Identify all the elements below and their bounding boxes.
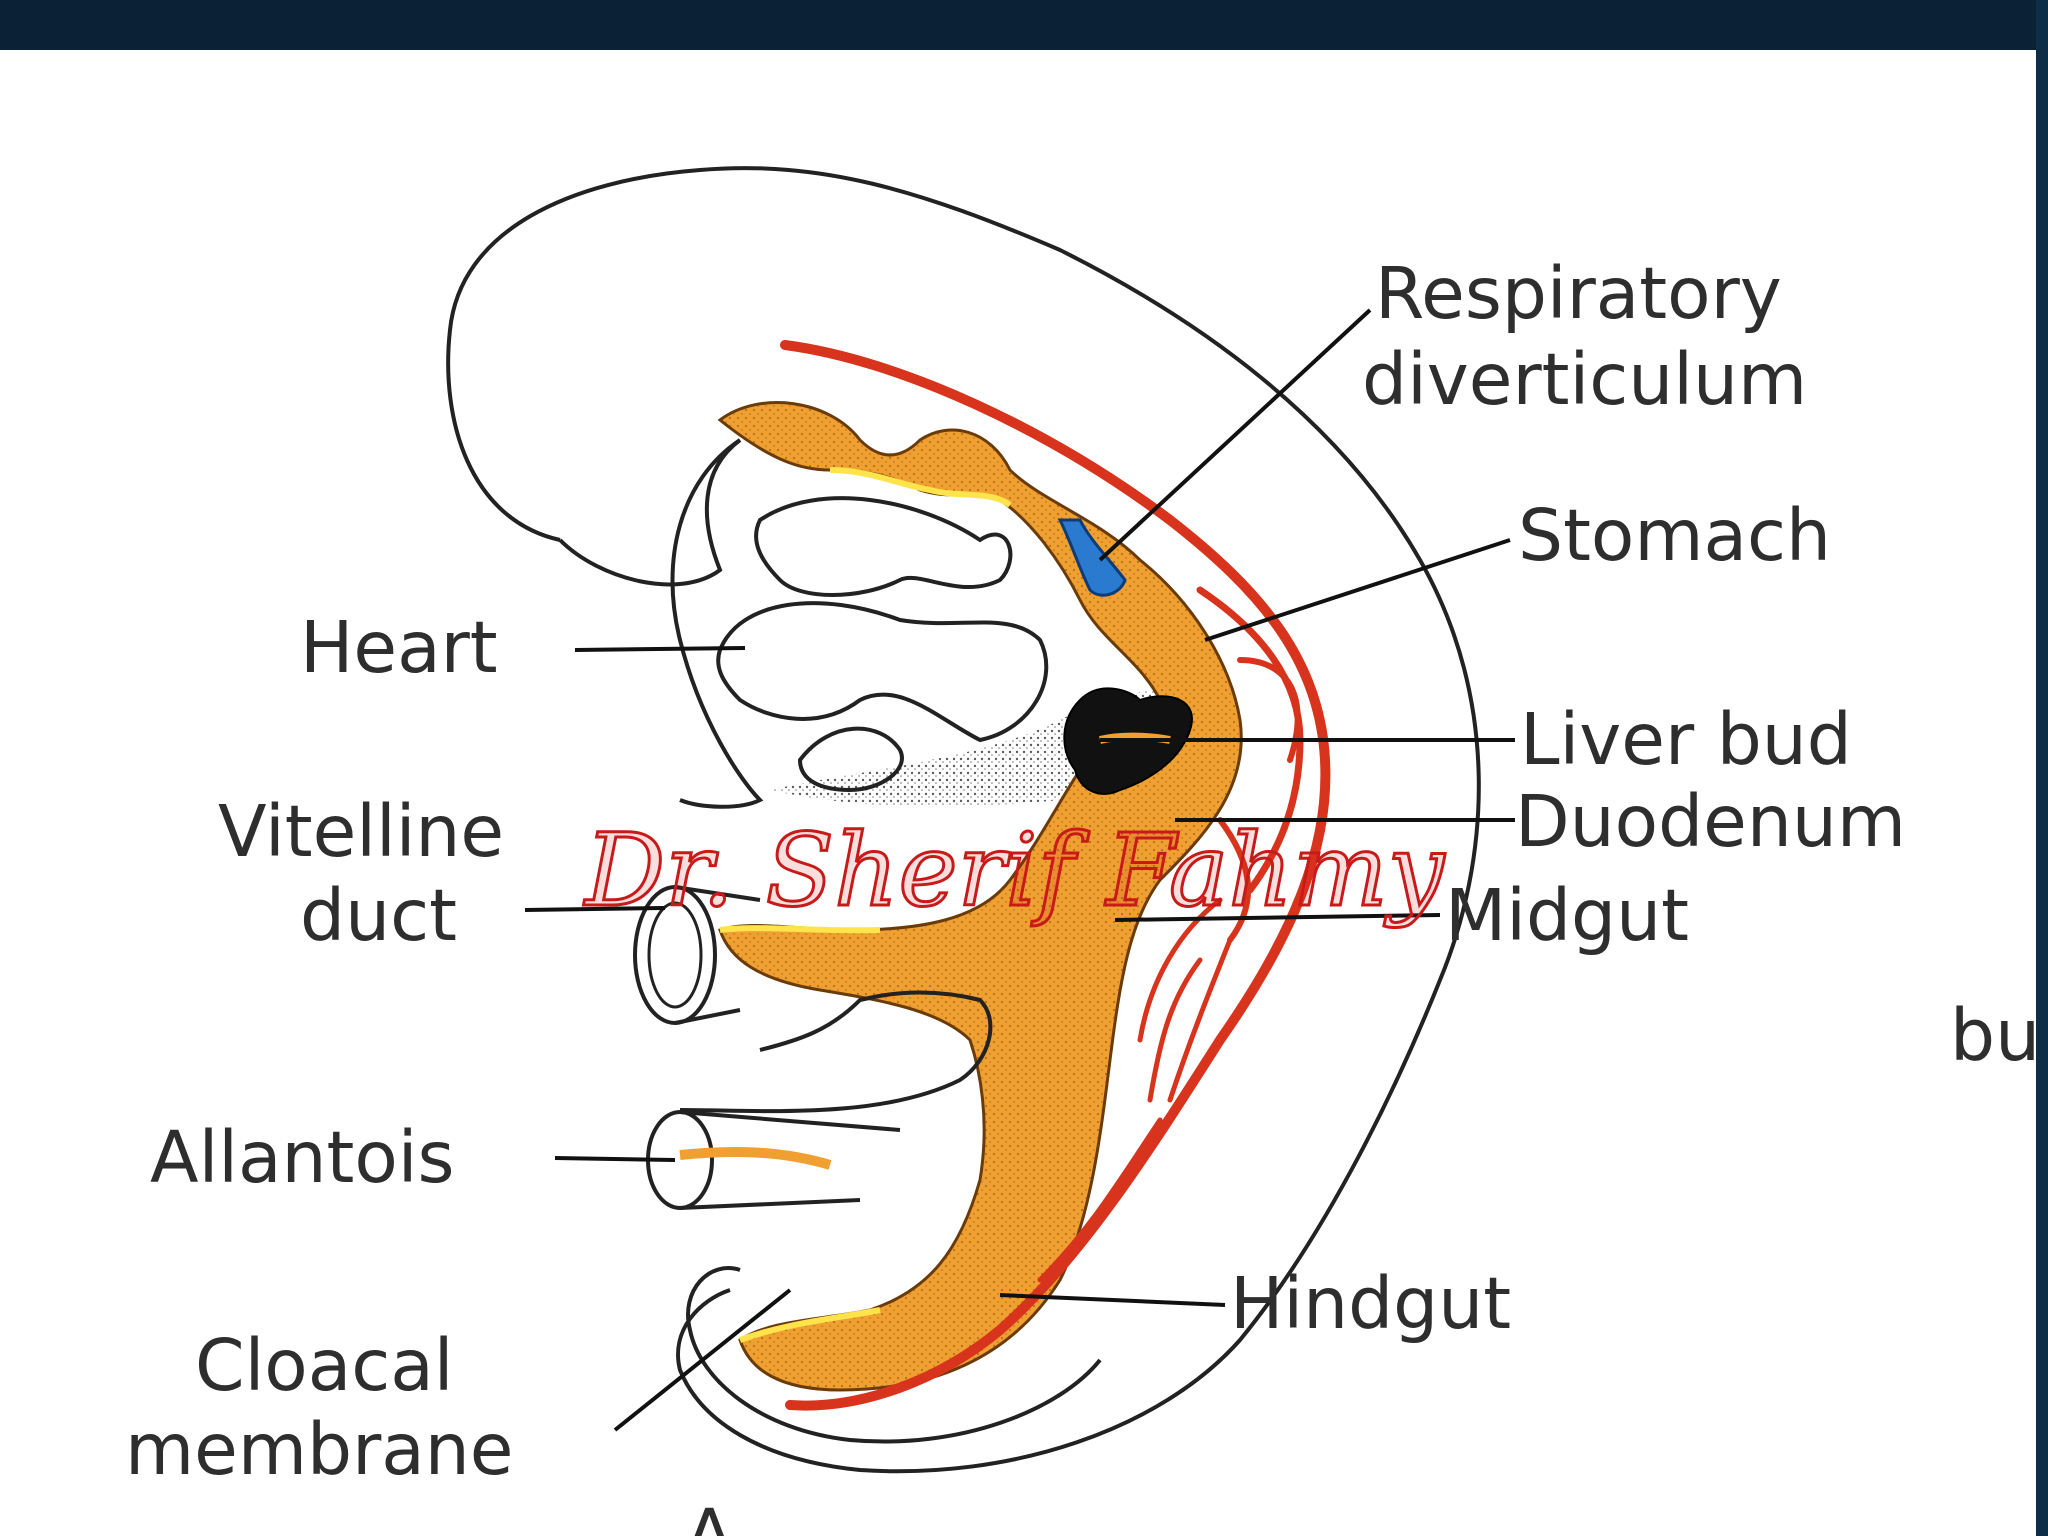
label-vitelline-1: Vitelline	[218, 790, 504, 873]
label-respiratory-1: Respiratory	[1375, 252, 1782, 335]
gut-inner-edge-2	[719, 925, 881, 1343]
vitelline-duct	[633, 885, 761, 1025]
cloaca-loop	[686, 1266, 1102, 1444]
embryo-gut-diagram: Respiratory diverticulum Stomach Heart L…	[125, 166, 2036, 1536]
label-hindgut: Hindgut	[1230, 1262, 1511, 1345]
label-cut-off-right: bu	[1950, 994, 2036, 1077]
label-liver-bud: Liver bud	[1520, 698, 1852, 781]
label-heart: Heart	[300, 606, 498, 689]
top-frame-bar	[0, 0, 2048, 50]
pericardial-outline	[670, 438, 764, 809]
embryo-outline	[446, 166, 1481, 1474]
leader-lines	[524, 308, 1515, 1432]
slide-canvas: Respiratory diverticulum Stomach Heart L…	[0, 50, 2036, 1536]
heart-tubes	[716, 496, 1049, 793]
head-outline	[558, 438, 742, 587]
watermark-text: Dr. Sherif Fahmy	[583, 812, 1446, 929]
label-allantois: Allantois	[150, 1116, 455, 1199]
label-stomach: Stomach	[1518, 494, 1831, 577]
label-cloacal-2: membrane	[125, 1408, 513, 1491]
gut-inner-edge	[829, 467, 1012, 508]
label-duodenum: Duodenum	[1515, 780, 1906, 863]
label-cloacal-1: Cloacal	[195, 1324, 454, 1407]
allantois-duct	[646, 990, 993, 1210]
label-vitelline-2: duct	[300, 874, 457, 957]
respiratory-diverticulum-shape	[1057, 518, 1127, 597]
label-midgut: Midgut	[1445, 874, 1689, 957]
right-frame-bar	[2036, 0, 2048, 1536]
watermark-fill: Dr. Sherif Fahmy	[583, 812, 1446, 929]
label-respiratory-2: diverticulum	[1362, 338, 1807, 421]
gut-stipple	[720, 402, 1242, 1391]
label-figure-letter: A	[685, 1494, 734, 1536]
